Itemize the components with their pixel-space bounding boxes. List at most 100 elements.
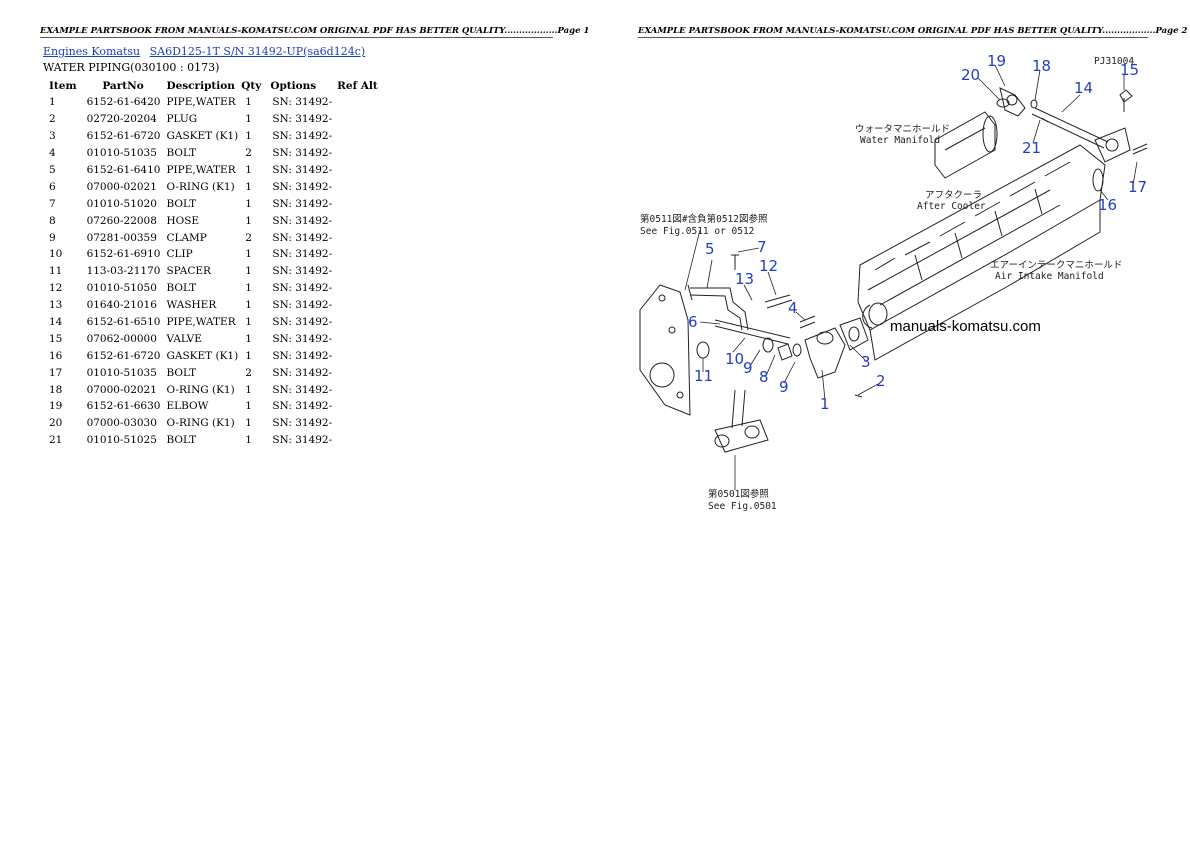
cell-qty: 1 — [245, 130, 252, 143]
cell-qty: 2 — [245, 231, 252, 244]
breadcrumb-link-model[interactable]: SA6D125-1T S/N 31492-UP(sa6d124c) — [149, 45, 366, 58]
callout-9a: 9 — [743, 359, 753, 377]
cell-options: SN: 31492- — [272, 265, 333, 278]
cell-ref-alt — [335, 162, 382, 179]
cell-item: 5 — [49, 164, 56, 176]
cell-qty: 1 — [245, 417, 252, 430]
cell-ref-alt — [335, 229, 382, 246]
cell-options: SN: 31492- — [272, 316, 333, 329]
cell-ref-alt — [335, 330, 382, 347]
cell-item: 1 — [49, 96, 56, 109]
breadcrumb: Engines Komatsu SA6D125-1T S/N 31492-UP(… — [43, 45, 371, 58]
note-intake-en: Air Intake Manifold — [995, 271, 1104, 282]
cell-options: SN: 31492- — [272, 282, 333, 295]
breadcrumb-link-engines[interactable]: Engines Komatsu — [43, 45, 141, 58]
cell-qty: 1 — [245, 400, 252, 413]
cell-options: SN: 31492- — [272, 147, 333, 160]
cell-ref-alt — [335, 297, 382, 314]
pipe-5-drawing — [687, 254, 816, 361]
parts-diagram: PJ31004 — [639, 52, 1148, 512]
cell-qty: 1 — [245, 316, 252, 329]
cell-partno: 6152-61-6910 — [86, 248, 161, 261]
cell-partno: 113-03-21170 — [86, 265, 161, 278]
cell-item: 20 — [49, 417, 63, 430]
cell-partno: 01010-51035 — [86, 147, 157, 160]
cell-options: SN: 31492- — [272, 434, 333, 447]
cell-item: 14 — [49, 316, 63, 329]
cell-item: 3 — [49, 130, 56, 143]
callout-18: 18 — [1032, 57, 1051, 75]
cell-partno: 07281-00359 — [86, 231, 157, 244]
cell-description: O-RING (K1) — [166, 383, 235, 396]
pipe-1-drawing — [804, 317, 869, 398]
engine-block-drawing — [857, 144, 1106, 361]
cell-options: SN: 31492- — [272, 214, 333, 227]
cell-item: 18 — [49, 383, 63, 396]
cell-ref-alt — [335, 381, 382, 398]
callout-17: 17 — [1128, 178, 1147, 196]
note-intake-jp: エアーインテークマニホールド — [990, 260, 1122, 271]
note-water-manifold-jp: ウォータマニホールド — [855, 124, 950, 135]
leader-lines — [684, 64, 1138, 490]
cell-description: ELBOW — [166, 400, 209, 413]
cell-partno: 01010-51020 — [86, 197, 157, 210]
cell-qty: 1 — [245, 214, 252, 227]
cell-ref-alt — [335, 347, 382, 364]
callout-10: 10 — [725, 350, 744, 368]
note-water-manifold-en: Water Manifold — [860, 135, 940, 146]
cell-partno: 6152-61-6410 — [86, 164, 161, 176]
cell-item: 12 — [49, 282, 63, 295]
callout-3: 3 — [861, 353, 871, 371]
column-header-description: Description — [166, 79, 235, 92]
cell-options: SN: 31492- — [272, 113, 333, 126]
callout-11: 11 — [694, 367, 713, 385]
cell-ref-alt — [335, 314, 382, 331]
cell-item: 7 — [49, 197, 56, 210]
cell-description: BOLT — [166, 147, 197, 160]
cell-ref-alt — [335, 415, 382, 432]
cell-item: 21 — [49, 434, 63, 447]
cell-partno: 6152-61-6630 — [86, 400, 161, 413]
cell-options: SN: 31492- — [272, 366, 333, 379]
cell-partno: 6152-61-6420 — [86, 96, 161, 109]
cell-item: 10 — [49, 248, 63, 261]
cell-description: WASHER — [166, 299, 217, 312]
cell-partno: 01640-21016 — [86, 299, 157, 312]
diagram-code: PJ31004 — [1094, 56, 1134, 67]
cell-description: GASKET (K1) — [166, 349, 239, 362]
cell-item: 13 — [49, 299, 63, 312]
callout-7: 7 — [757, 238, 767, 256]
cell-qty: 1 — [245, 349, 252, 362]
cell-description: GASKET (K1) — [166, 130, 239, 143]
callout-12: 12 — [759, 257, 778, 275]
cell-ref-alt — [335, 364, 382, 381]
cell-ref-alt — [335, 246, 382, 263]
cell-description: BOLT — [166, 197, 197, 210]
cell-options: SN: 31492- — [272, 231, 333, 244]
cell-description: BOLT — [166, 282, 197, 295]
cell-description: PIPE,WATER — [166, 96, 236, 109]
cell-ref-alt — [335, 398, 382, 415]
note-fig0501-en: See Fig.0501 — [708, 501, 777, 512]
cell-partno: 6152-61-6720 — [86, 349, 161, 362]
callout-6: 6 — [688, 313, 698, 331]
cell-item: 19 — [49, 400, 63, 413]
cell-ref-alt — [335, 178, 382, 195]
cell-item: 6 — [49, 180, 56, 193]
pipe-14-drawing — [996, 87, 1148, 192]
